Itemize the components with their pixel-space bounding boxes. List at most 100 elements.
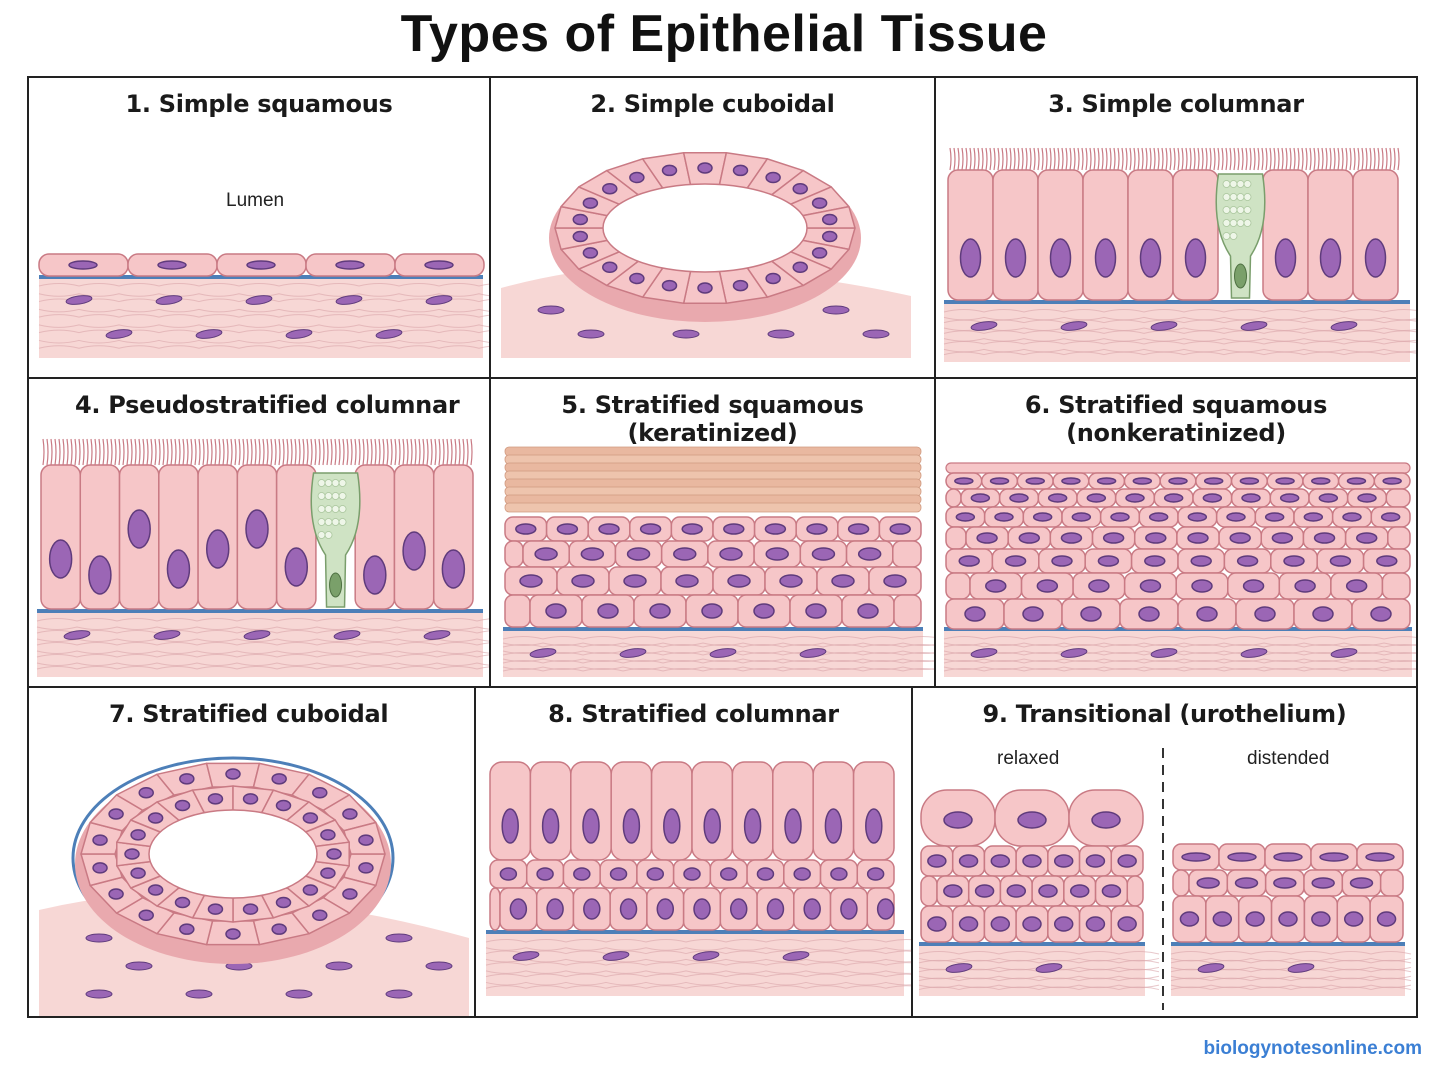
nucleus <box>174 896 191 909</box>
nucleus <box>821 230 838 243</box>
nucleus <box>572 230 589 243</box>
stratified-columnar-illustration <box>485 761 911 996</box>
nucleus <box>847 523 870 535</box>
panel-transitional: 9. Transitional (urothelium) relaxed dis… <box>911 686 1418 1018</box>
connective-fiber <box>943 644 1416 648</box>
fibroblast-nucleus <box>970 648 998 658</box>
epithelial-cell <box>275 464 317 610</box>
nucleus <box>545 603 567 619</box>
mucin-granule <box>1243 219 1252 227</box>
nucleus <box>546 898 564 920</box>
nucleus <box>623 574 647 588</box>
nucleus <box>1017 811 1047 829</box>
credit-link[interactable]: biologynotesonline.com <box>1203 1038 1422 1059</box>
nucleus <box>1254 606 1276 622</box>
nucleus <box>1271 532 1294 544</box>
nucleus <box>1236 555 1259 567</box>
nucleus <box>108 888 124 900</box>
nucleus <box>515 523 537 535</box>
connective-fiber <box>38 324 489 328</box>
connective-fiber <box>485 981 911 986</box>
nucleus <box>1101 884 1122 898</box>
nucleus <box>130 867 146 879</box>
nucleus <box>205 529 230 569</box>
nucleus <box>1053 916 1074 932</box>
mucin-granule <box>331 492 340 500</box>
connective-fiber <box>502 660 934 664</box>
nucleus <box>955 512 976 522</box>
nucleus <box>1117 854 1137 868</box>
fibroblast-nucleus <box>822 305 850 315</box>
fibroblast-nucleus <box>333 630 361 640</box>
connective-fiber <box>38 283 489 287</box>
lumen-label: Lumen <box>226 190 285 211</box>
nucleus <box>857 603 879 619</box>
nucleus <box>271 773 287 785</box>
distended-label: distended <box>1247 748 1330 769</box>
nucleus <box>1376 555 1398 567</box>
nucleus <box>824 808 843 844</box>
nucleus <box>1202 493 1223 503</box>
connective-fiber <box>485 950 911 955</box>
nucleus <box>583 898 601 920</box>
mucin-granule <box>1229 219 1238 227</box>
fibroblast-nucleus <box>285 989 313 999</box>
epithelial-cell <box>945 526 967 550</box>
nucleus <box>157 260 187 270</box>
nucleus <box>1274 238 1297 278</box>
nucleus <box>1038 884 1058 898</box>
nucleus <box>207 903 224 915</box>
connective-fiber <box>38 339 489 344</box>
nucleus <box>312 786 328 799</box>
nucleus <box>943 811 973 829</box>
mucin-granule <box>324 531 333 539</box>
nucleus <box>840 898 858 920</box>
mucin-granule <box>1236 193 1245 201</box>
epithelial-cell <box>992 169 1039 301</box>
nucleus <box>242 793 259 805</box>
nucleus <box>1085 916 1106 932</box>
nucleus <box>363 555 387 595</box>
epithelial-cell <box>489 887 501 931</box>
fibroblast-nucleus <box>692 951 720 961</box>
nucleus <box>1022 854 1042 868</box>
connective-fiber <box>943 636 1416 640</box>
nucleus <box>673 547 697 561</box>
nucleus <box>246 260 276 270</box>
epithelial-cell <box>893 594 922 628</box>
nucleus <box>985 579 1007 593</box>
fibroblast-nucleus <box>767 329 795 339</box>
nucleus <box>88 555 112 595</box>
nucleus <box>959 238 982 278</box>
nucleus <box>994 512 1014 522</box>
nucleus <box>572 213 589 226</box>
nucleus <box>889 523 911 535</box>
nucleus <box>857 547 882 561</box>
mucin-granule <box>317 492 326 500</box>
nucleus <box>1275 477 1295 485</box>
fibroblast-nucleus <box>385 933 413 943</box>
mucin-granule <box>317 505 326 513</box>
fibroblast-nucleus <box>243 630 271 640</box>
nucleus <box>534 547 558 561</box>
connective-fiber <box>943 642 1416 646</box>
fibroblast-nucleus <box>709 648 737 658</box>
nucleus <box>883 574 907 588</box>
fibroblast-nucleus <box>862 329 890 339</box>
nucleus <box>1004 238 1027 278</box>
nucleus <box>1051 555 1073 567</box>
mucin-granule <box>1222 232 1231 240</box>
nucleus <box>927 916 947 932</box>
nucleus <box>509 898 528 920</box>
nucleus <box>663 808 681 844</box>
nucleus <box>661 279 678 292</box>
nucleus <box>1132 477 1153 485</box>
fibroblast-nucleus <box>602 951 630 961</box>
nucleus <box>876 898 895 920</box>
connective-fiber <box>502 666 934 670</box>
fibroblast-nucleus <box>782 951 810 961</box>
pseudostratified-illustration <box>36 438 489 677</box>
connective-fiber <box>36 618 489 622</box>
fibroblast-nucleus <box>375 329 403 339</box>
epithelial-cell <box>1307 169 1354 301</box>
